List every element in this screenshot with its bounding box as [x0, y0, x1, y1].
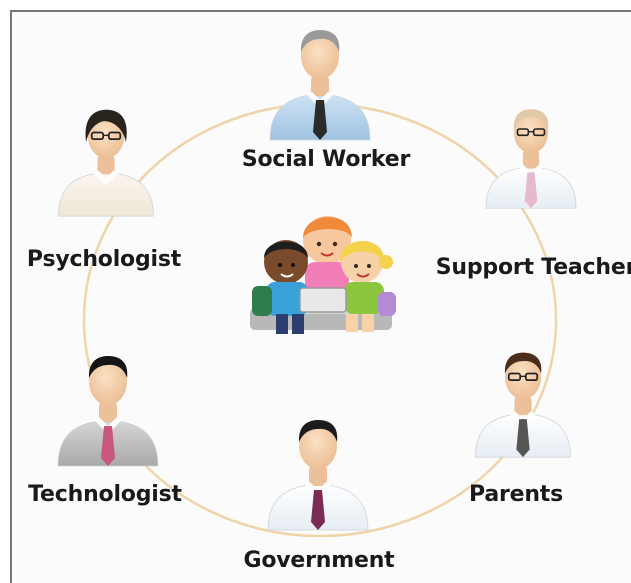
role-label-social-worker: Social Worker	[241, 147, 411, 172]
support-person-icon	[485, 109, 577, 209]
role-label-technologist: Technologist	[28, 482, 182, 507]
role-label-parents: Parents	[468, 482, 564, 507]
role-label-support-teacher: Support Teacher	[435, 255, 631, 280]
gov-person-icon	[267, 420, 369, 531]
role-label-psychologist: Psychologist	[26, 247, 182, 272]
role-label-government: Government	[243, 548, 395, 573]
parents-person-icon	[475, 352, 571, 458]
social-person-icon	[269, 30, 371, 141]
psych-person-icon	[58, 109, 154, 217]
tech-person-icon	[57, 356, 159, 467]
